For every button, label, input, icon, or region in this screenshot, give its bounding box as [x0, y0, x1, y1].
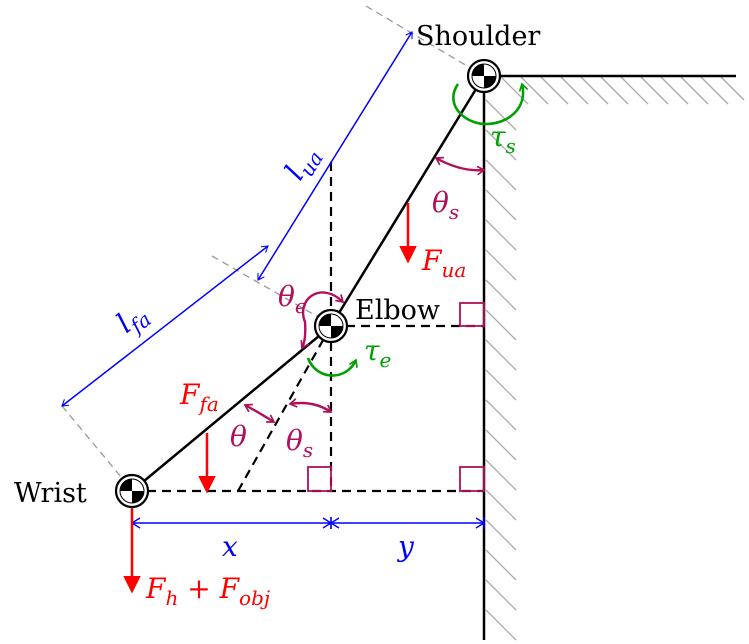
- dimension-arrows: [61, 31, 486, 529]
- right-angle-marks: [307, 302, 485, 492]
- F-fa-label: Ffa: [179, 378, 219, 416]
- wrist-extension-line: [61, 405, 133, 491]
- theta-s-lower-arc: [288, 398, 333, 414]
- theta-s-lower-label: θs: [286, 424, 313, 462]
- wall-hatch: [485, 99, 517, 641]
- tau-s-arc: [452, 82, 529, 126]
- x-label: x: [222, 530, 238, 563]
- parallel-upper-arm-dashed: [237, 325, 332, 492]
- construction-lines: [132, 162, 484, 493]
- wrist-label: Wrist: [14, 478, 87, 509]
- tau-s-label: τs: [490, 120, 516, 158]
- tau-e-arc: [306, 357, 358, 377]
- l-ua-dimension-arrow: [257, 31, 413, 281]
- right-angle-mark-wall-base: [459, 466, 485, 492]
- wrist-joint-icon: [114, 473, 150, 509]
- l-fa-dimension-arrow: [61, 245, 269, 407]
- right-angle-mark-elbow-base: [307, 466, 332, 492]
- y-label: y: [396, 530, 415, 563]
- theta-s-upper-label: θs: [432, 186, 459, 224]
- elbow-joint-icon: [313, 308, 349, 344]
- right-angle-mark-elbow-wall: [459, 302, 485, 327]
- ceiling-hatch: [499, 75, 745, 105]
- F-h-plus-F-obj-label: Fh + Fobj: [145, 572, 270, 610]
- theta-s-upper-arc: [434, 156, 486, 176]
- elbow-label: Elbow: [355, 295, 440, 326]
- shoulder-joint-icon: [466, 58, 502, 94]
- tau-e-label: τe: [364, 334, 391, 372]
- shoulder-label: Shoulder: [416, 21, 540, 52]
- angle-arcs: [243, 156, 486, 424]
- theta-label: θ: [230, 420, 247, 453]
- theta-lower-arc: [243, 403, 276, 424]
- F-ua-label: Fua: [421, 244, 466, 282]
- l-ua-label: lua: [278, 140, 328, 189]
- upper-arm-extension-line: [365, 5, 485, 77]
- theta-e-label: θe: [278, 280, 307, 318]
- theta-e-arc: [300, 291, 345, 350]
- forearm-segment: [131, 325, 332, 492]
- torque-arcs: [306, 82, 529, 377]
- l-fa-label: lfa: [110, 296, 156, 343]
- wall-hatching: [485, 75, 745, 641]
